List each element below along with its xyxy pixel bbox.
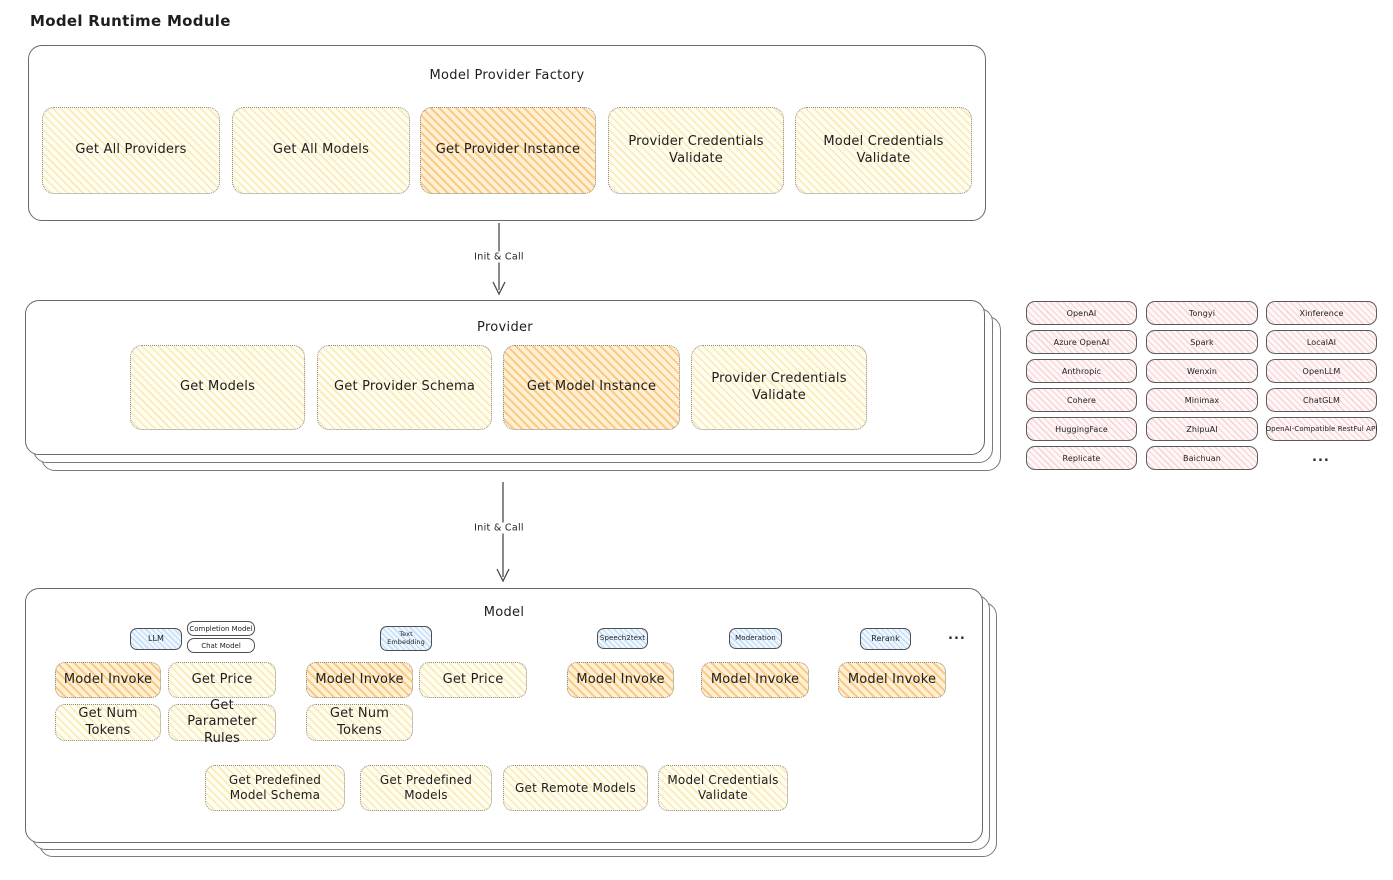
- model-op-embedding-model-invoke: Model Invoke: [306, 662, 413, 698]
- model-tab-chat-model: Chat Model: [187, 638, 255, 653]
- provider-chip-xinference: Xinference: [1266, 301, 1377, 325]
- provider-chip-localai: LocalAI: [1266, 330, 1377, 354]
- provider-chip-wenxin: Wenxin: [1146, 359, 1258, 383]
- model-tab-rerank: Rerank: [860, 628, 911, 650]
- provider-item-get-provider-schema: Get Provider Schema: [317, 345, 492, 430]
- model-title: Model: [483, 605, 525, 620]
- init-call-label-2: Init & Call: [470, 522, 528, 534]
- model-tab-moderation: Moderation: [729, 628, 782, 649]
- providers-grid-ellipsis: ...: [1312, 450, 1330, 465]
- factory-item-model-credentials-validate: Model Credentials Validate: [795, 107, 972, 194]
- provider-item-provider-credentials-validate: Provider Credentials Validate: [691, 345, 867, 430]
- provider-item-get-models: Get Models: [130, 345, 305, 430]
- provider-chip-chatglm: ChatGLM: [1266, 388, 1377, 412]
- factory-item-get-all-models: Get All Models: [232, 107, 410, 194]
- provider-title: Provider: [477, 320, 533, 335]
- model-op-get-remote-models: Get Remote Models: [503, 765, 648, 811]
- provider-chip-spark: Spark: [1146, 330, 1258, 354]
- factory-item-get-provider-instance: Get Provider Instance: [420, 107, 596, 194]
- model-op-speech2text-model-invoke: Model Invoke: [567, 662, 674, 698]
- model-op-get-predefined-models: Get Predefined Models: [360, 765, 492, 811]
- factory-title: Model Provider Factory: [429, 68, 585, 83]
- provider-chip-anthropic: Anthropic: [1026, 359, 1137, 383]
- model-op-moderation-model-invoke: Model Invoke: [701, 662, 809, 698]
- model-op-get-predefined-model-schema: Get Predefined Model Schema: [205, 765, 345, 811]
- init-call-label-1: Init & Call: [470, 251, 528, 263]
- provider-chip-baichuan: Baichuan: [1146, 446, 1258, 470]
- model-tabs-ellipsis: ...: [948, 628, 966, 643]
- model-op-rerank-model-invoke: Model Invoke: [838, 662, 946, 698]
- model-tab-speech2text: Speech2text: [597, 628, 648, 649]
- provider-chip-cohere: Cohere: [1026, 388, 1137, 412]
- provider-chip-replicate: Replicate: [1026, 446, 1137, 470]
- diagram-title: Model Runtime Module: [30, 12, 231, 30]
- model-op-llm-model-invoke: Model Invoke: [55, 662, 161, 698]
- model-op-model-credentials-validate: Model Credentials Validate: [658, 765, 788, 811]
- provider-chip-huggingface: HuggingFace: [1026, 417, 1137, 441]
- model-tab-text-embedding: Text Embedding: [380, 626, 432, 651]
- provider-chip-tongyi: Tongyi: [1146, 301, 1258, 325]
- provider-item-get-model-instance: Get Model Instance: [503, 345, 680, 430]
- model-op-llm-get-price: Get Price: [168, 662, 276, 698]
- provider-chip-openai: OpenAI: [1026, 301, 1137, 325]
- model-tab-completion-model: Completion Model: [187, 621, 255, 636]
- model-tab-llm: LLM: [130, 628, 182, 650]
- provider-chip-zhipuai: ZhipuAI: [1146, 417, 1258, 441]
- model-op-embedding-get-price: Get Price: [419, 662, 527, 698]
- provider-chip-openllm: OpenLLM: [1266, 359, 1377, 383]
- provider-chip-azure-openai: Azure OpenAI: [1026, 330, 1137, 354]
- provider-chip-minimax: Minimax: [1146, 388, 1258, 412]
- model-op-llm-get-num-tokens: Get Num Tokens: [55, 704, 161, 741]
- model-op-embedding-get-num-tokens: Get Num Tokens: [306, 704, 413, 741]
- factory-item-provider-credentials-validate: Provider Credentials Validate: [608, 107, 784, 194]
- factory-item-get-all-providers: Get All Providers: [42, 107, 220, 194]
- provider-chip-openai-compatible-restful-api: OpenAI-Compatible RestFul API: [1266, 417, 1377, 441]
- model-op-llm-get-parameter-rules: Get Parameter Rules: [168, 698, 276, 746]
